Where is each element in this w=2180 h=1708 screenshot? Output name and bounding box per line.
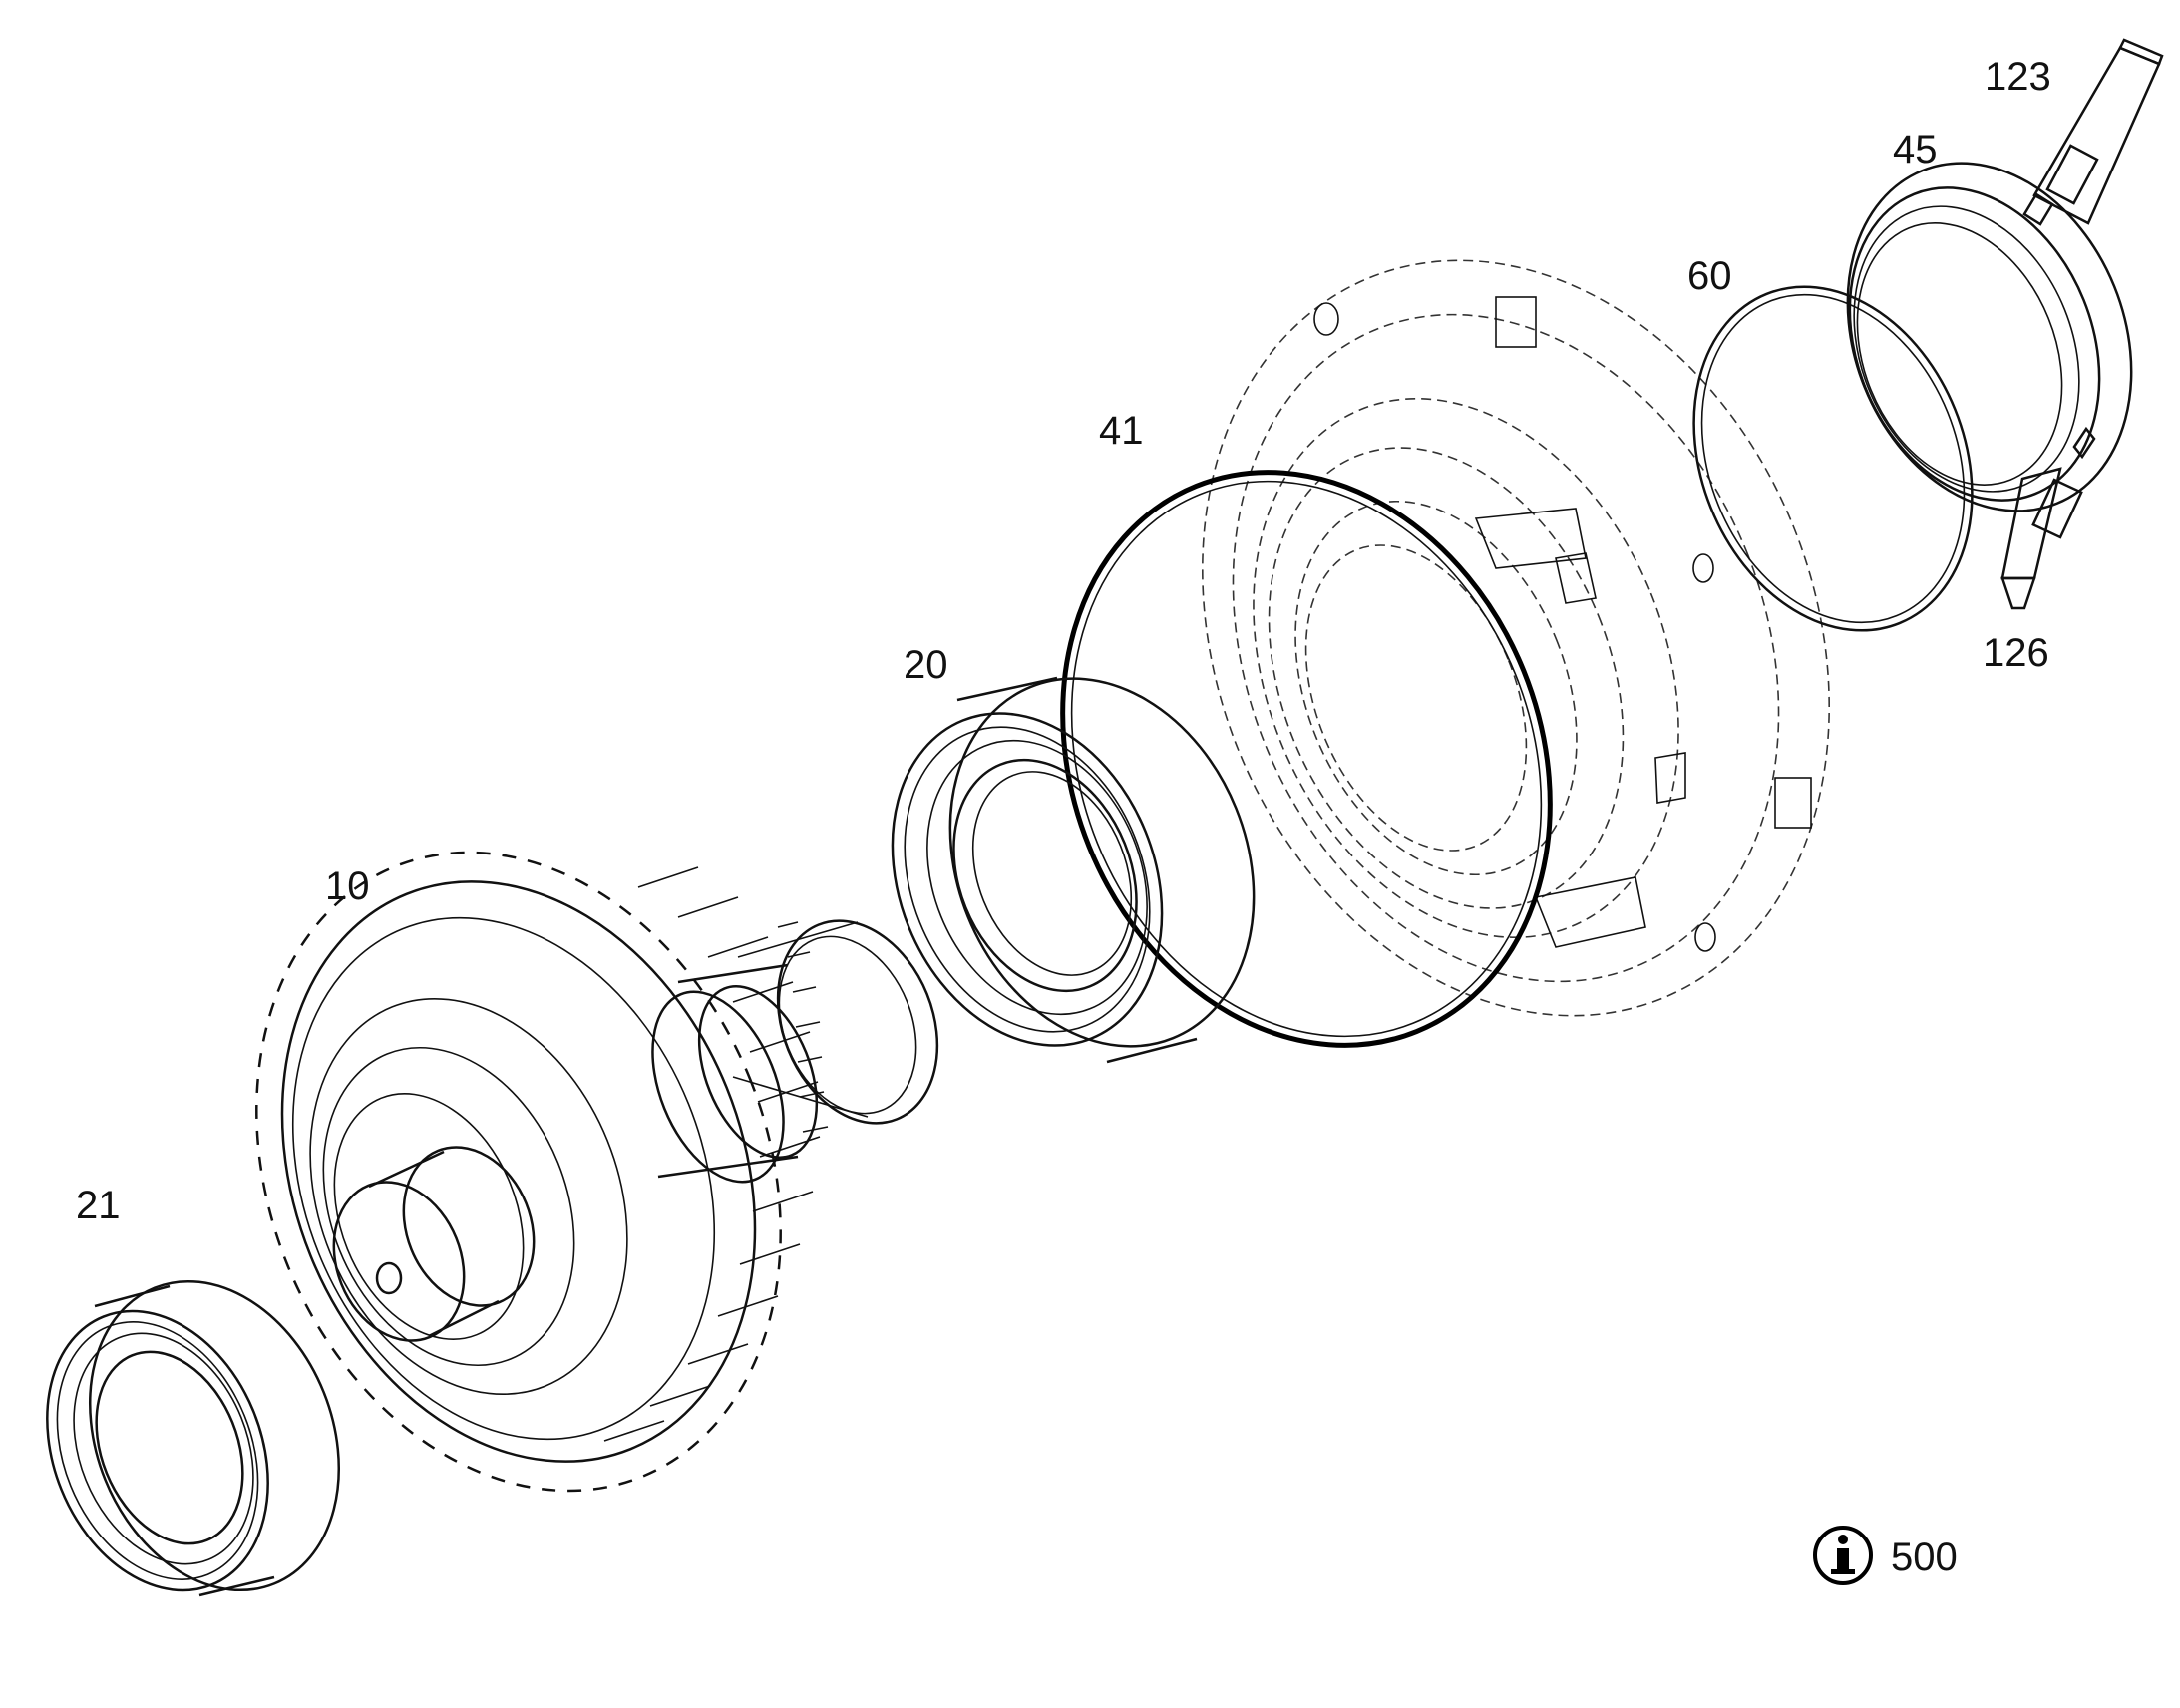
callout-126: 126 (1983, 631, 2049, 675)
callout-123: 123 (1985, 55, 2051, 99)
o-ring-60 (1692, 285, 1974, 632)
shaft-seal-45 (1846, 162, 2133, 512)
info-note-text: 500 (1891, 1536, 1958, 1579)
callout-21: 21 (76, 1184, 121, 1227)
roller-bearing-20 (891, 676, 1256, 1064)
info-icon (1813, 1526, 1873, 1585)
sealant-tube-123 (2022, 38, 2164, 226)
callout-45: 45 (1893, 128, 1938, 171)
gear-shaft-10 (255, 851, 939, 1493)
callout-60: 60 (1687, 254, 1732, 298)
callout-10: 10 (325, 864, 370, 908)
callout-20: 20 (904, 643, 948, 687)
callout-41: 41 (1099, 409, 1144, 453)
cover-housing (1202, 259, 1830, 1017)
roller-bearing-21 (46, 1279, 340, 1597)
sealant-tube-126 (2000, 426, 2096, 610)
o-ring-41 (1060, 470, 1553, 1048)
